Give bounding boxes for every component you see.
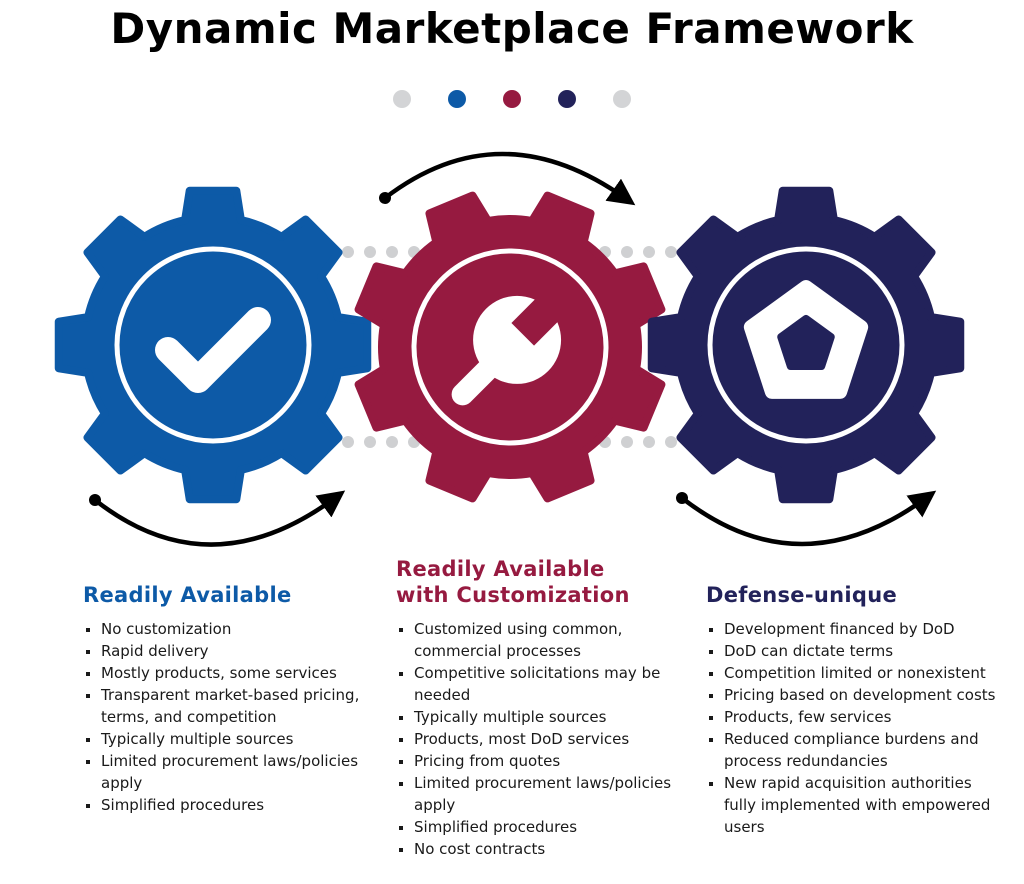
connector-dot	[364, 436, 376, 448]
pager-dot[interactable]	[558, 90, 576, 108]
feature-list: Development financed by DoD DoD can dict…	[706, 618, 1006, 838]
list-item: Products, most DoD services	[396, 728, 686, 750]
list-item: Products, few services	[706, 706, 1006, 728]
list-item: No cost contracts	[396, 838, 686, 860]
rotation-arrow-left	[93, 490, 346, 547]
column-readily-available-with-customization: Readily Available with Customization Cus…	[396, 556, 686, 860]
column-heading: Defense-unique	[706, 583, 897, 607]
list-item: Limited procurement laws/policies apply	[83, 750, 363, 794]
feature-list: Customized using common, commercial proc…	[396, 618, 686, 860]
connector-dot	[386, 246, 398, 258]
list-item: Competitive solicitations may be needed	[396, 662, 686, 706]
list-item: Development financed by DoD	[706, 618, 1006, 640]
wrench-icon	[451, 294, 563, 406]
connector-dot	[342, 246, 354, 258]
connector-dot	[342, 436, 354, 448]
pager-dot[interactable]	[503, 90, 521, 108]
gear-inner-ring	[114, 246, 312, 444]
list-item: DoD can dictate terms	[706, 640, 1006, 662]
connector-dot	[621, 436, 633, 448]
column-defense-unique: Defense-unique Development financed by D…	[706, 582, 1006, 838]
arrow-start-dot	[89, 494, 101, 506]
arrow-start-dot	[379, 192, 391, 204]
checkmark-icon	[155, 307, 271, 393]
list-item: Limited procurement laws/policies apply	[396, 772, 686, 816]
list-item: Transparent market-based pricing, terms,…	[83, 684, 363, 728]
arrow-start-dot	[676, 492, 688, 504]
pentagon-icon	[743, 280, 869, 399]
connector-dot	[386, 436, 398, 448]
column-readily-available: Readily Available No customization Rapid…	[83, 582, 363, 816]
rotation-arrow-right	[680, 490, 937, 547]
list-item: Typically multiple sources	[83, 728, 363, 750]
connector-dot	[643, 246, 655, 258]
list-item: No customization	[83, 618, 363, 640]
list-item: Typically multiple sources	[396, 706, 686, 728]
column-heading-line2: with Customization	[396, 583, 630, 607]
list-item: New rapid acquisition authorities fully …	[706, 772, 1006, 838]
list-item: Simplified procedures	[396, 816, 686, 838]
list-item: Reduced compliance burdens and process r…	[706, 728, 1006, 772]
connector-dot	[621, 246, 633, 258]
list-item: Rapid delivery	[83, 640, 363, 662]
column-heading: Readily Available with Customization	[396, 556, 686, 608]
gear-body	[54, 186, 372, 504]
pager-dots	[0, 90, 1024, 108]
list-item: Pricing based on development costs	[706, 684, 1006, 706]
feature-list: No customization Rapid delivery Mostly p…	[83, 618, 363, 816]
rotation-arrow-top	[383, 151, 636, 206]
list-item: Mostly products, some services	[83, 662, 363, 684]
pager-dot[interactable]	[448, 90, 466, 108]
list-item: Pricing from quotes	[396, 750, 686, 772]
page-title: Dynamic Marketplace Framework	[110, 4, 914, 53]
gear-inner-ring	[411, 248, 609, 446]
list-item: Simplified procedures	[83, 794, 363, 816]
column-heading-line1: Readily Available	[396, 557, 605, 581]
connector-dot	[665, 436, 677, 448]
gear-inner-ring	[707, 246, 905, 444]
connector-dot	[364, 246, 376, 258]
column-heading: Readily Available	[83, 583, 292, 607]
list-item: Competition limited or nonexistent	[706, 662, 1006, 684]
connector-dot	[665, 246, 677, 258]
gear-readily-available	[54, 186, 372, 504]
connector-dot	[643, 436, 655, 448]
pager-dot[interactable]	[613, 90, 631, 108]
list-item: Customized using common, commercial proc…	[396, 618, 686, 662]
pager-dot[interactable]	[393, 90, 411, 108]
